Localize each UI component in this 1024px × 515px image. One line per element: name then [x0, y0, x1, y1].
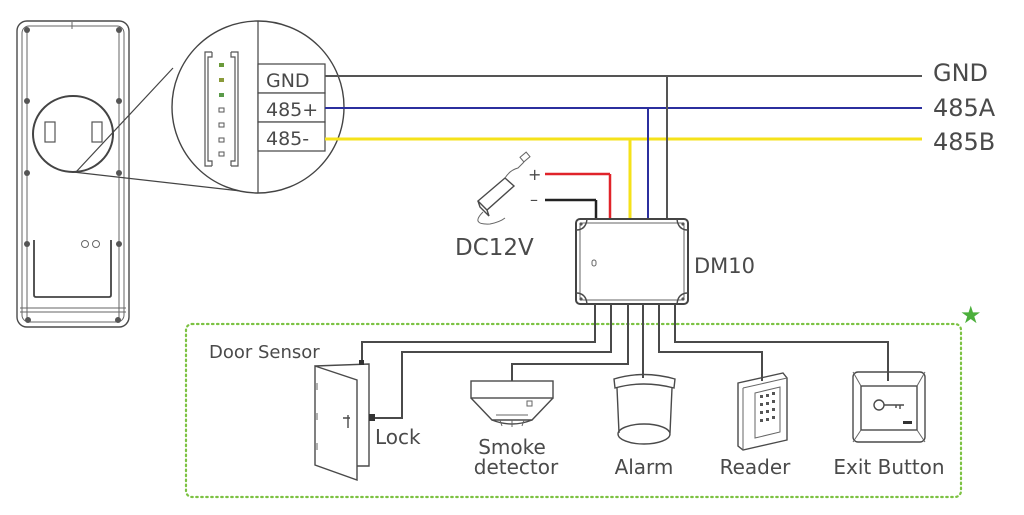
device-wires — [361, 304, 889, 419]
smoke-label-line2: detector — [474, 455, 559, 479]
smoke-detector-icon — [470, 380, 554, 427]
controller-label: DM10 — [694, 254, 755, 278]
callout-line — [75, 67, 174, 173]
exit-button-icon — [852, 371, 926, 443]
lock-wire — [375, 304, 612, 419]
alarm-icon — [613, 373, 676, 445]
lock-label: Lock — [375, 425, 421, 449]
reader-icon — [737, 372, 788, 451]
power-adapter-icon — [476, 151, 531, 225]
exit-button-wire — [674, 304, 889, 381]
power-label: DC12V — [455, 235, 534, 261]
bus-label-485b: 485B — [933, 128, 995, 156]
dm10-controller — [575, 218, 689, 305]
door-sensor-label: Door Sensor — [209, 342, 320, 363]
reader-label: Reader — [720, 455, 792, 479]
connector-magnifier: GND 485+ 485- — [171, 20, 345, 194]
smoke-label-line1: Smoke — [478, 435, 546, 459]
callout-line — [72, 171, 259, 194]
exit-button-label: Exit Button — [833, 455, 944, 479]
door-sensor-wire — [361, 304, 596, 360]
pin-box-485-minus — [257, 121, 326, 152]
pin-box-485-plus — [257, 92, 326, 123]
pin-label-485-minus: 485- — [266, 128, 309, 150]
optional-devices-box — [184, 322, 963, 499]
pin-label-gnd: GND — [266, 70, 310, 92]
minus-sign: – — [530, 190, 538, 209]
bus-wires — [325, 75, 922, 219]
alarm-label: Alarm — [615, 455, 674, 479]
reader-wire — [658, 304, 763, 381]
optional-star-icon: ★ — [960, 301, 982, 329]
door-icon — [314, 360, 375, 481]
pin-label-485-plus: 485+ — [266, 99, 318, 121]
terminal-device — [16, 20, 130, 328]
plus-sign: + — [528, 165, 541, 184]
bus-label-gnd: GND — [933, 59, 988, 87]
smoke-wire — [511, 304, 629, 381]
bus-label-485a: 485A — [933, 94, 996, 122]
